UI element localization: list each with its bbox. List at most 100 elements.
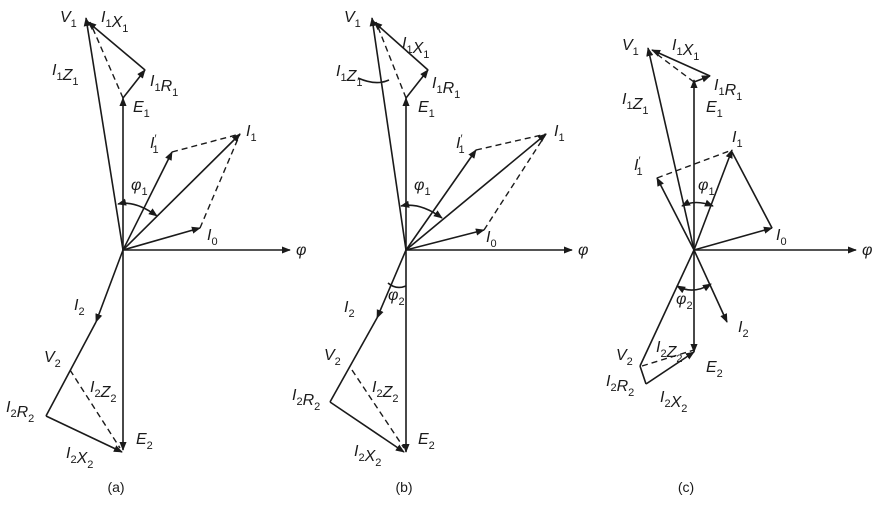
label-i0: I0 [207, 227, 218, 248]
label-i1p: I′1 [150, 133, 159, 156]
i1-arrow [693, 149, 733, 251]
i1p-to-i1-dashed [656, 149, 733, 179]
i1-prime-arrow [656, 177, 695, 251]
i1z1-dashed [89, 21, 124, 99]
i1-prime-arrow [122, 151, 173, 251]
label-i2x2: I2X2 [660, 389, 687, 415]
i1r1-arrow [405, 69, 429, 99]
label-phi2: φ2 [676, 291, 693, 312]
label-i2r2: I2R2 [606, 373, 634, 399]
label-phi1: φ1 [698, 177, 715, 198]
i1x1-arrow [87, 21, 146, 71]
label-v2: V2 [44, 349, 61, 370]
label-phi: φ [862, 242, 872, 259]
i1z1-dashed [653, 51, 695, 83]
label-i2z2: I2Z2 [372, 379, 398, 405]
i0-arrow [693, 226, 773, 251]
v2-line [639, 249, 695, 367]
label-i2x2: I2X2 [66, 445, 93, 471]
v1-arrow [369, 17, 407, 251]
label-i2: I2 [738, 319, 749, 340]
label-i1: I1 [246, 123, 257, 144]
label-i1z1: I1Z1 [52, 62, 78, 88]
label-i1z1: I1Z1 [622, 91, 648, 117]
phi1-angle-arc [681, 198, 714, 207]
label-e1: E1 [706, 99, 723, 120]
phi2-angle-arc [387, 282, 407, 289]
i1r1-arrow [122, 69, 146, 99]
label-v1: V1 [622, 37, 639, 58]
label-i1: I1 [554, 123, 565, 144]
label-e1: E1 [133, 99, 150, 120]
i2x2-arrow [645, 351, 695, 385]
label-i1: I1 [732, 129, 743, 150]
label-i2: I2 [344, 299, 355, 320]
i1x1-arrow [373, 21, 429, 71]
label-e2: E2 [418, 431, 435, 452]
i1-arrow [122, 133, 241, 251]
i1z1-dashed [375, 21, 407, 99]
label-i1z1: I1Z1 [336, 63, 362, 89]
v2-line [329, 317, 378, 403]
phi1-angle-arc [117, 198, 158, 217]
label-e2: E2 [136, 431, 153, 452]
i1p-to-i1-dashed [475, 133, 547, 151]
label-i2x2: I2X2 [354, 443, 381, 469]
label-i1p: I′1 [634, 155, 643, 178]
i1z1-pointer [357, 77, 390, 84]
label-v2: V2 [616, 347, 633, 368]
label-i1x1: I1X1 [402, 35, 429, 61]
label-phi: φ [296, 242, 306, 259]
i2z2-dashed [69, 369, 121, 449]
i2-arrow [376, 249, 407, 319]
i1-prime-arrow [405, 149, 477, 251]
panel-caption: (a) [107, 479, 124, 495]
i1r1-arrow [693, 75, 711, 83]
v1-arrow [646, 47, 695, 251]
i1x1-arrow [651, 49, 711, 77]
i2-arrow [693, 249, 728, 323]
label-phi2: φ2 [388, 287, 405, 308]
i2x2-arrow [45, 415, 123, 453]
label-i2: I2 [74, 297, 85, 318]
label-i0: I0 [776, 227, 787, 248]
i0-to-i1-dashed [199, 133, 241, 229]
label-i1r1: I1R1 [150, 73, 178, 99]
label-v1: V1 [60, 9, 77, 30]
panel-caption: (b) [395, 479, 412, 495]
panel-caption: (c) [678, 479, 694, 495]
label-i2r2: I2R2 [292, 387, 320, 413]
label-i1p: I′1 [456, 133, 465, 156]
label-i1x1: I1X1 [672, 37, 699, 63]
label-i1r1: I1R1 [432, 75, 460, 101]
i2-arrow [95, 249, 124, 323]
label-phi: φ [578, 242, 588, 259]
i1-arrow [405, 133, 547, 251]
v1-arrow [83, 17, 124, 251]
label-v2: V2 [324, 347, 341, 368]
label-phi1: φ1 [414, 177, 431, 198]
label-i2r2: I2R2 [6, 399, 34, 425]
i2x2-arrow [329, 401, 405, 453]
i0-to-i1-dashed [483, 133, 547, 231]
label-e2: E2 [706, 359, 723, 380]
i1p-to-i1-dashed [171, 133, 241, 153]
label-i2z2: I2Z2 [656, 339, 682, 365]
phi1-angle-arc [400, 200, 443, 219]
label-i0: I0 [486, 229, 497, 250]
i0-arrow [122, 226, 201, 251]
i0-arrow [405, 228, 485, 251]
label-i2z2: I2Z2 [90, 379, 116, 405]
label-v1: V1 [344, 9, 361, 30]
i2r2-line [639, 365, 647, 385]
i0-to-i1-line [731, 151, 773, 229]
v2-line [45, 321, 97, 417]
label-i1x1: I1X1 [101, 9, 128, 35]
i2z2-dashed [351, 369, 405, 449]
label-i1r1: I1R1 [714, 77, 742, 103]
